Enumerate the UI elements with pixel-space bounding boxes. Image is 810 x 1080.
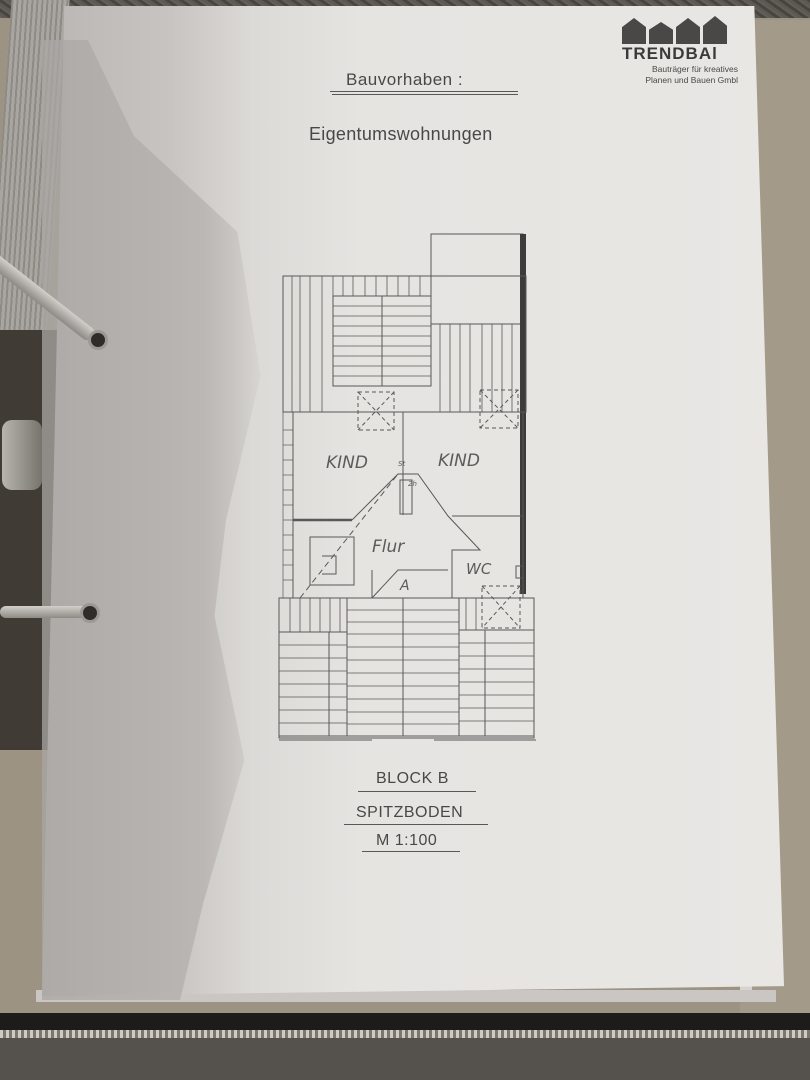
logo-name: TRENDBAl — [622, 44, 718, 63]
project-label-underline-2 — [332, 94, 518, 95]
block-label: BLOCK B — [376, 770, 449, 787]
stair-marker: A — [399, 578, 410, 594]
floor-label: SPITZBODEN — [356, 804, 464, 821]
company-logo: TRENDBAl Bauträger für kreatives Planen … — [622, 14, 738, 86]
logo-tagline-1: Bauträger für kreatives — [652, 64, 738, 74]
floor-plan-drawing: KIND KIND Flur WC St 2h A — [278, 233, 536, 741]
scale-underline — [362, 851, 460, 852]
project-label: Bauvorhaben : — [346, 70, 464, 89]
carpet-bottom — [0, 1038, 810, 1080]
annotation-st: St — [398, 460, 405, 468]
binder-edge-strip — [0, 1030, 810, 1038]
scale-label: M 1:100 — [376, 832, 438, 849]
logo-tagline-2: Planen und Bauen Gmbl — [645, 75, 738, 85]
floor-underline — [344, 824, 488, 825]
binder-ring-upper-end — [88, 330, 108, 350]
binder-ring-lower[interactable] — [0, 606, 92, 618]
room-label-kind-left: KIND — [326, 453, 368, 473]
binder-spine — [0, 1013, 810, 1031]
project-label-underline — [330, 91, 518, 92]
block-underline — [358, 791, 476, 792]
room-label-kind-right: KIND — [438, 451, 480, 471]
project-name: Eigentumswohnungen — [309, 124, 493, 144]
annotation-2h: 2h — [408, 480, 417, 488]
room-label-flur: Flur — [372, 537, 405, 557]
binder-ring-lower-end — [80, 603, 100, 623]
binder-lever[interactable] — [2, 420, 42, 490]
logo-houses-icon — [622, 14, 738, 44]
room-label-wc: WC — [466, 560, 492, 578]
